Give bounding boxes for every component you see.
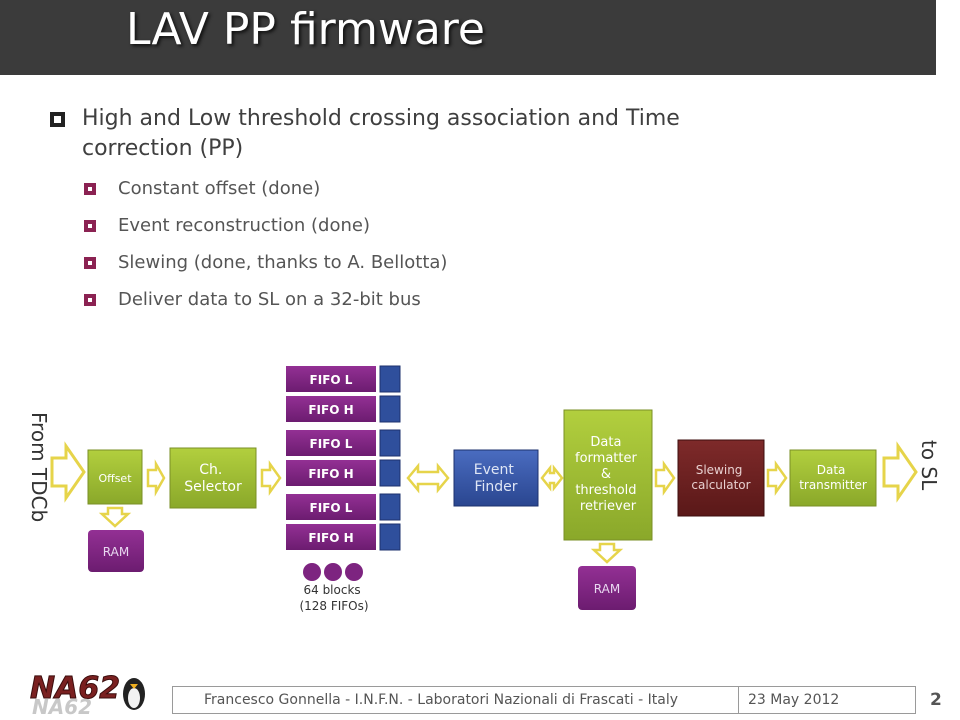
flow-arrow [146, 459, 166, 497]
bidirectional-arrow [406, 462, 450, 494]
data-formatter-block [563, 409, 653, 541]
sub-bullet-text: Slewing (done, thanks to A. Bellotta) [118, 252, 448, 273]
slide-title: LAV PP firmware [126, 4, 485, 55]
na62-logo: NA62 NA62 [30, 671, 145, 718]
flow-arrow [766, 460, 788, 496]
data-formatter-line: retriever [580, 499, 637, 514]
mux-block [379, 459, 401, 487]
fifo-label: FIFO L [310, 437, 353, 451]
ram-block-1 [88, 530, 144, 572]
event-finder-line: Event [474, 462, 515, 478]
fifo-label: FIFO H [308, 403, 353, 417]
ram-label: RAM [594, 582, 620, 596]
footer-credit: Francesco Gonnella - I.N.F.N. - Laborato… [204, 692, 678, 708]
fifo-label: FIFO L [310, 501, 353, 515]
blocks-note-line: 64 blocks [303, 583, 360, 597]
sub-bullet-text: Deliver data to SL on a 32-bit bus [118, 289, 421, 310]
ch-selector-line: Selector [184, 479, 242, 495]
mux-block [379, 523, 401, 551]
slewing-label: Slewing calculator [691, 463, 750, 492]
main-bullet: High and Low threshold crossing associat… [48, 104, 688, 164]
flow-arrow [654, 460, 676, 496]
sub-bullet: Event reconstruction (done) [48, 215, 688, 237]
block-dot [345, 563, 363, 581]
ch-selector-block [169, 447, 257, 509]
fifo-block [286, 460, 376, 486]
footer-date: 23 May 2012 [748, 692, 840, 708]
ram-label: RAM [103, 545, 129, 559]
sub-bullet-text: Event reconstruction (done) [118, 215, 370, 236]
fifo-block [286, 494, 376, 520]
slewing-block [677, 439, 765, 517]
page-number: 2 [930, 690, 942, 710]
fifo-label: FIFO H [308, 467, 353, 481]
bullet-marker [50, 112, 65, 127]
data-transmitter-line: transmitter [799, 478, 867, 492]
mux-block [379, 429, 401, 457]
fifo-mux-blocks [379, 365, 401, 551]
penguin-beak-icon [130, 684, 138, 689]
slewing-line: Slewing [696, 463, 743, 477]
to-label: to SL [917, 440, 941, 491]
fifo-block [286, 524, 376, 550]
ch-selector-line: Ch. [199, 462, 222, 478]
data-formatter-line: formatter [575, 451, 637, 466]
fifo-block [286, 366, 376, 392]
bullet-marker [84, 257, 96, 269]
data-formatter-label: Data formatter & threshold retriever [575, 435, 641, 514]
blocks-note: 64 blocks (128 FIFOs) [299, 583, 368, 613]
ram-block-2 [578, 566, 636, 610]
blocks-note-line: (128 FIFOs) [299, 599, 368, 613]
data-transmitter-block [789, 449, 877, 507]
event-finder-line: Finder [474, 479, 517, 495]
event-finder-label: Event Finder [474, 462, 519, 495]
offset-label: Offset [98, 472, 132, 485]
mux-block [379, 493, 401, 521]
fifo-block [286, 396, 376, 422]
main-bullet-text: High and Low threshold crossing associat… [82, 106, 680, 161]
fifo-stack: FIFO L FIFO H FIFO L FIFO H FIFO L FIFO … [286, 365, 401, 551]
block-dot [324, 563, 342, 581]
title-bar [0, 0, 936, 75]
fifo-label: FIFO H [308, 531, 353, 545]
footer-separator [738, 686, 739, 714]
logo-shadow: NA62 [32, 695, 92, 718]
from-label: From TDCb [27, 412, 51, 522]
bullet-marker [84, 220, 96, 232]
slewing-line: calculator [691, 478, 750, 492]
fifo-label: FIFO L [310, 373, 353, 387]
input-arrow [50, 441, 86, 503]
mux-block [379, 395, 401, 423]
bullet-marker [84, 294, 96, 306]
sub-bullet: Slewing (done, thanks to A. Bellotta) [48, 252, 688, 274]
block-dot [303, 563, 321, 581]
output-arrow [882, 441, 918, 503]
data-transmitter-line: Data [817, 463, 846, 477]
ch-selector-label: Ch. Selector [184, 462, 242, 495]
flow-arrow [260, 460, 282, 496]
footer-box [172, 686, 916, 714]
data-formatter-line: & [601, 467, 611, 482]
bullet-marker [84, 183, 96, 195]
data-transmitter-label: Data transmitter [799, 463, 867, 492]
logo-text: NA62 [30, 671, 120, 706]
ram-arrow [98, 506, 132, 528]
sub-bullet: Deliver data to SL on a 32-bit bus [48, 289, 688, 311]
ram-arrow [590, 542, 624, 564]
sub-bullet: Constant offset (done) [48, 178, 688, 200]
fifo-block [286, 430, 376, 456]
event-finder-block [453, 449, 539, 507]
offset-block [87, 449, 143, 505]
sub-bullet-text: Constant offset (done) [118, 178, 321, 199]
bidirectional-arrow [540, 464, 564, 492]
bullet-list: High and Low threshold crossing associat… [48, 104, 688, 311]
mux-block [379, 365, 401, 393]
data-formatter-line: Data [590, 435, 621, 450]
data-formatter-line: threshold [575, 483, 636, 498]
penguin-belly-icon [128, 688, 140, 708]
